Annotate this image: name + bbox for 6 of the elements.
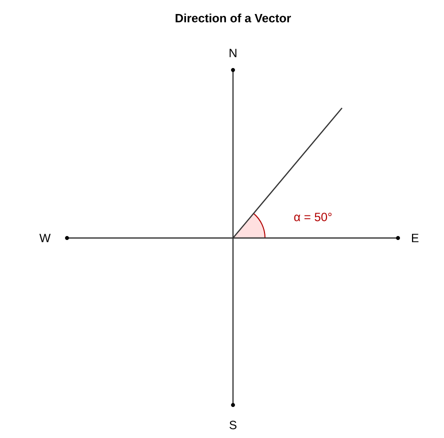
direction-label: N xyxy=(230,48,236,58)
direction-label: S xyxy=(230,420,236,430)
direction-label: E xyxy=(412,234,418,242)
angle-label: α = 50° xyxy=(294,212,332,222)
direction-label: W xyxy=(39,234,51,242)
title: Direction of a Vector xyxy=(176,14,291,22)
